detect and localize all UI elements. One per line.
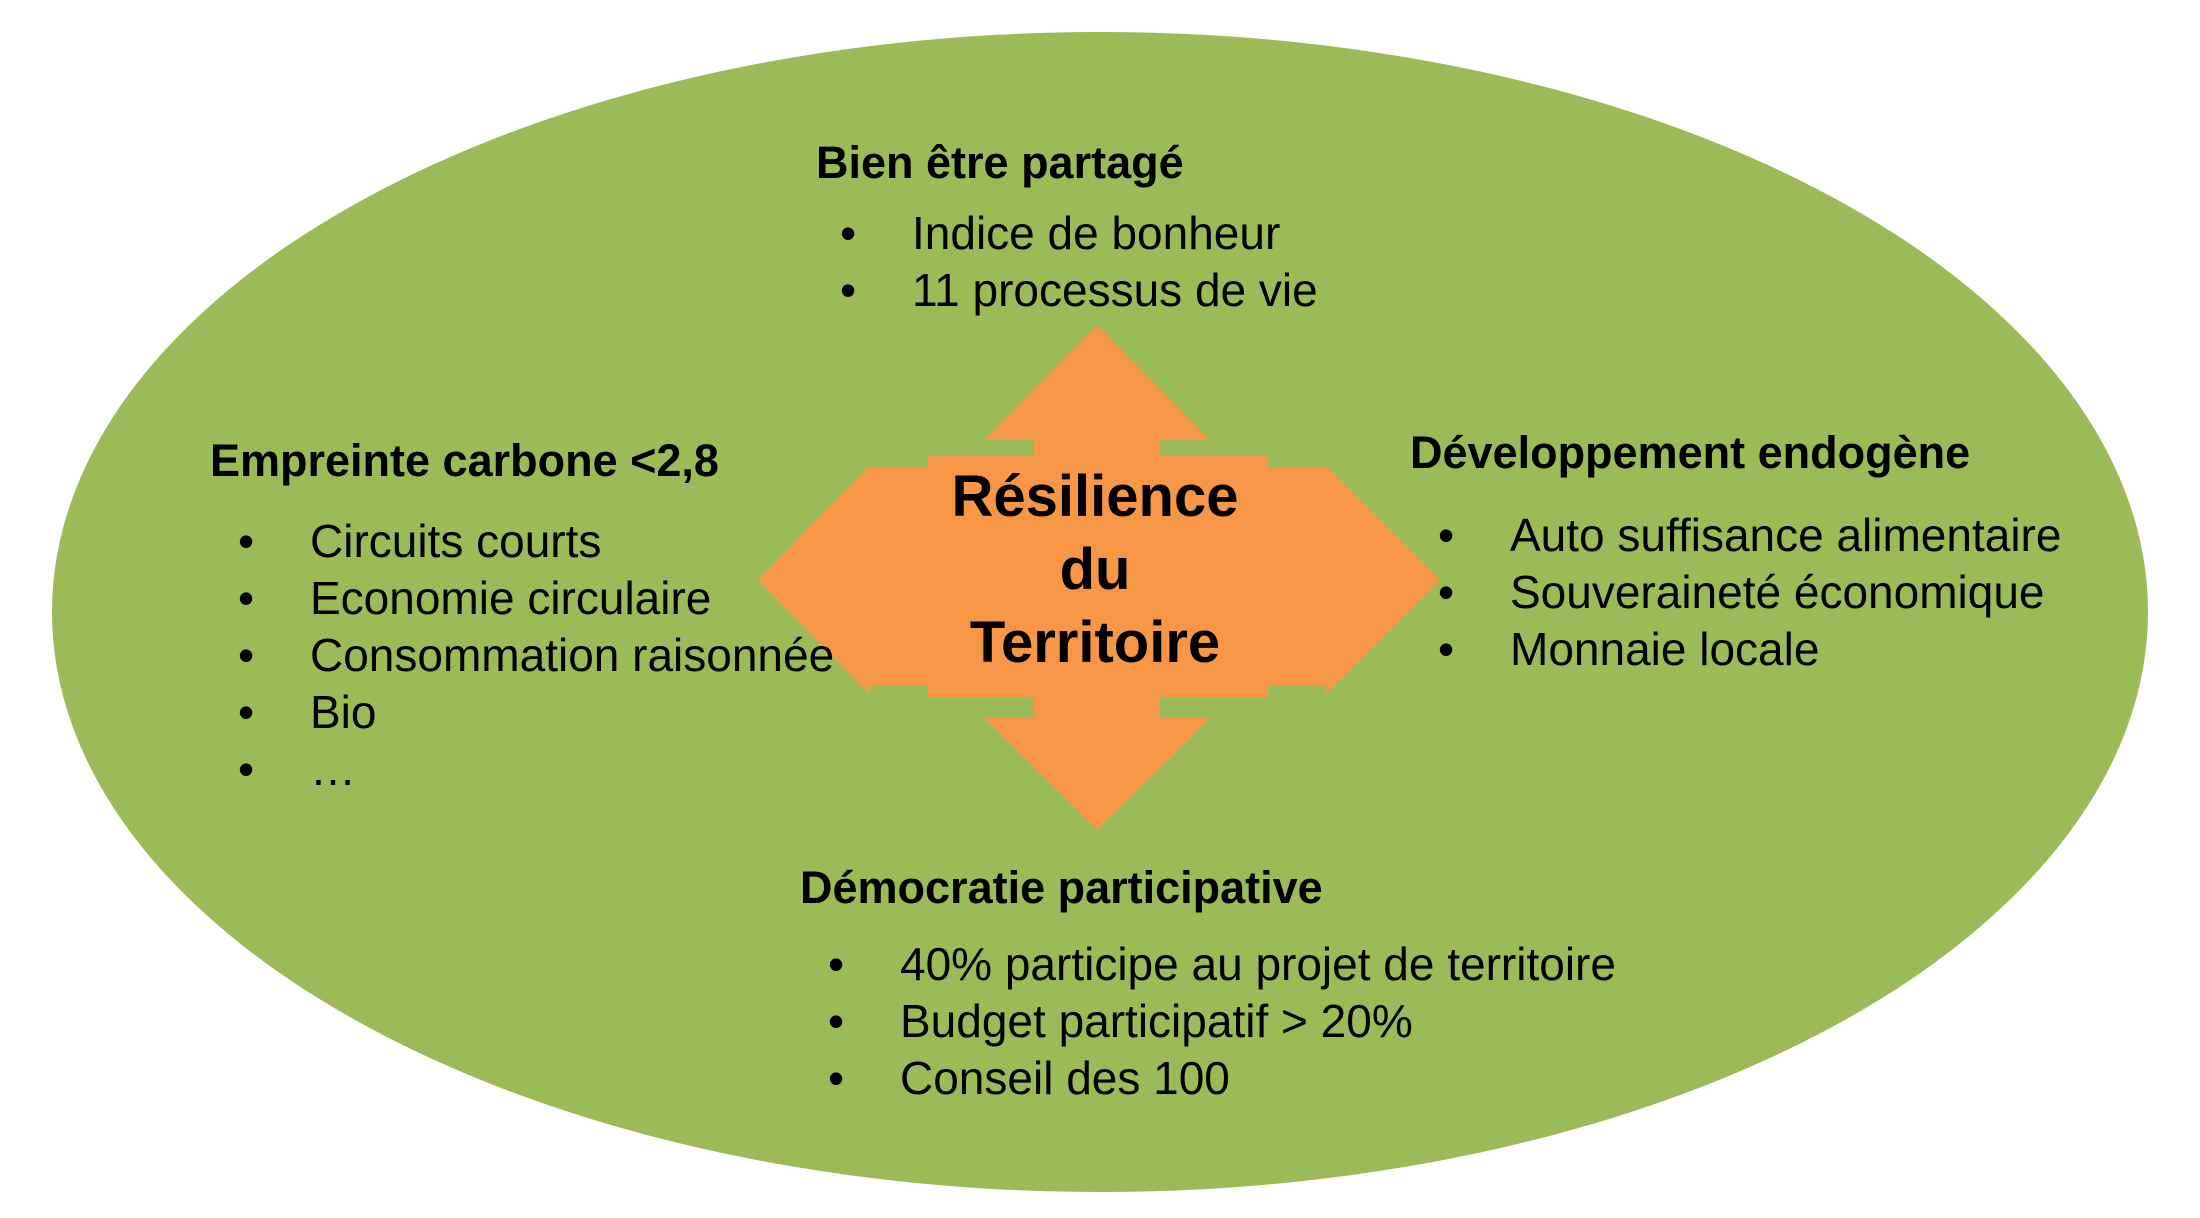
center-line-3: Territoire xyxy=(969,610,1221,675)
list-item: 40% participe au projet de territoire xyxy=(800,936,1616,993)
list-item: Bio xyxy=(210,684,834,741)
list-item: … xyxy=(210,741,834,798)
wellbeing-title: Bien être partagé xyxy=(816,137,1184,188)
center-label: Résilience du Territoire xyxy=(940,452,1250,687)
center-line-2: du xyxy=(1059,537,1131,602)
list-item: Auto suffisance alimentaire xyxy=(1410,507,2061,564)
carbon-footprint-title: Empreinte carbone <2,8 xyxy=(210,435,719,486)
list-item: Budget participatif > 20% xyxy=(800,993,1616,1050)
endogenous-development-title: Développement endogène xyxy=(1410,427,1971,478)
four-way-arrow xyxy=(758,325,1440,830)
list-item: Economie circulaire xyxy=(210,570,834,627)
endogenous-development-block: Développement endogène Auto suffisance a… xyxy=(1410,425,2061,678)
endogenous-development-list: Auto suffisance alimentaire Souveraineté… xyxy=(1410,507,2061,678)
center-line-1: Résilience xyxy=(951,464,1239,529)
list-item: Souveraineté économique xyxy=(1410,564,2061,621)
list-item: Indice de bonheur xyxy=(816,205,1318,262)
participative-democracy-block: Démocratie participative 40% participe a… xyxy=(800,860,1616,1107)
carbon-footprint-block: Empreinte carbone <2,8 Circuits courts E… xyxy=(210,433,834,798)
list-item: 11 processus de vie xyxy=(816,262,1318,319)
wellbeing-block: Bien être partagé Indice de bonheur 11 p… xyxy=(816,135,1318,319)
list-item: Conseil des 100 xyxy=(800,1050,1616,1107)
wellbeing-list: Indice de bonheur 11 processus de vie xyxy=(816,205,1318,319)
list-item: Consommation raisonnée xyxy=(210,627,834,684)
list-item: Circuits courts xyxy=(210,513,834,570)
carbon-footprint-list: Circuits courts Economie circulaire Cons… xyxy=(210,513,834,798)
participative-democracy-list: 40% participe au projet de territoire Bu… xyxy=(800,936,1616,1107)
list-item: Monnaie locale xyxy=(1410,621,2061,678)
participative-democracy-title: Démocratie participative xyxy=(800,862,1323,913)
